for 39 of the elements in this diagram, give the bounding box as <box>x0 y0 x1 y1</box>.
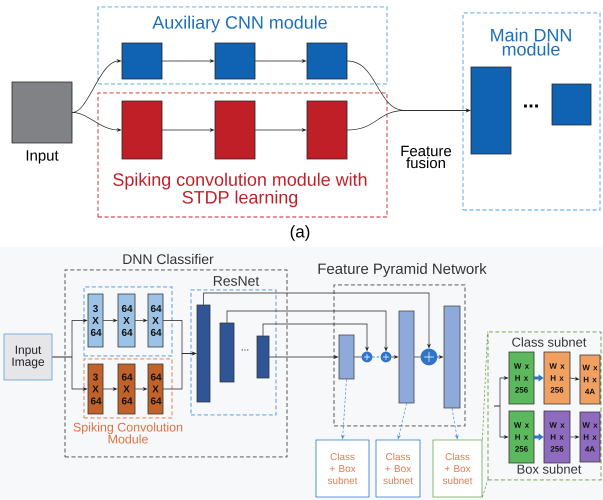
pyramid-box: Feature Pyramid Network <box>318 263 487 426</box>
layer-bar <box>338 334 354 380</box>
layer-block <box>306 42 348 80</box>
node-label: Input <box>26 150 59 164</box>
layer-block: 64 X 64 <box>148 294 164 348</box>
layer-block <box>552 84 592 126</box>
layer-bar <box>398 310 414 404</box>
layer-bar <box>196 304 210 402</box>
subnet-box: Class + Box subnet <box>316 440 370 498</box>
subnet-box: Class + Box subnet <box>432 440 482 498</box>
layer-block: 3 X 64 <box>88 364 104 414</box>
ellipsis: ... <box>242 349 248 351</box>
layer-block <box>214 100 256 160</box>
text-label: Feature fusion <box>401 146 452 168</box>
sum-circle <box>420 348 438 366</box>
input-box: Input Image <box>4 334 52 380</box>
panel-label: (a) <box>290 225 310 241</box>
layer-bar <box>256 336 270 378</box>
node-label: ResNet <box>214 276 260 286</box>
layer-block: 64 X 64 <box>118 364 136 414</box>
layer-block <box>470 66 512 154</box>
layer-bar <box>444 306 460 408</box>
input-square: Input <box>12 82 72 164</box>
layer-block: 3 X 64 <box>88 294 104 348</box>
node-label: DNN Classifier <box>123 254 214 264</box>
layer-block <box>214 42 256 80</box>
ellipsis: ... <box>524 104 538 108</box>
module-box: Auxiliary CNN module <box>98 6 388 84</box>
module-box <box>84 286 172 356</box>
layer-bar <box>220 322 234 382</box>
layer-block: 64 X 64 <box>118 294 136 348</box>
module-box: Spiking convolution module with STDP learning <box>98 92 388 218</box>
node-label: Feature Pyramid Network <box>318 263 487 277</box>
layer-block <box>122 100 162 160</box>
layer-block <box>122 42 162 80</box>
node-label: Spiking Convolution Module <box>74 422 182 444</box>
layer-block <box>306 100 348 160</box>
layer-block: 64 X 64 <box>148 364 164 414</box>
subnet-box: Class + Box subnet <box>376 440 420 498</box>
